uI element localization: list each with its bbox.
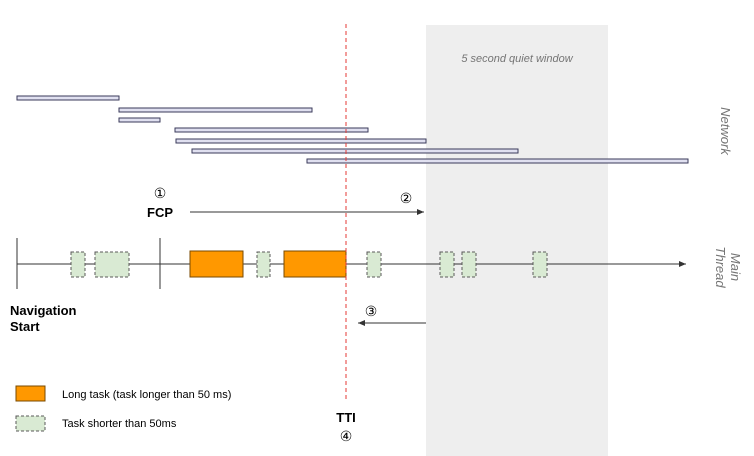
short-task	[439, 251, 455, 278]
network-label: Network	[718, 107, 733, 156]
navigation-start-label-line1: Navigation	[10, 303, 77, 318]
short-task	[256, 251, 271, 278]
fcp-step-number: ①	[154, 185, 167, 201]
long-task	[283, 250, 347, 278]
short-task	[366, 251, 382, 278]
short-task	[532, 251, 548, 278]
network-request	[16, 95, 120, 101]
navigation-start-label-line2: Start	[10, 319, 40, 334]
network-requests	[16, 95, 689, 164]
quiet-window-region	[426, 25, 608, 456]
step-2-number: ②	[400, 190, 413, 206]
network-request	[175, 138, 427, 144]
main-thread-label-line2: Thread	[713, 246, 728, 288]
network-request	[118, 117, 161, 123]
network-request	[191, 148, 519, 154]
legend-short-task-swatch	[15, 415, 46, 432]
quiet-window-label: 5 second quiet window	[461, 53, 573, 65]
short-task	[94, 251, 130, 278]
fcp-label: FCP	[147, 205, 173, 220]
step-3-number: ③	[365, 303, 378, 319]
tti-step-number: ④	[340, 428, 353, 444]
network-request	[306, 158, 689, 164]
legend: Long task (task longer than 50 ms) Task …	[15, 385, 231, 432]
network-request	[118, 107, 313, 113]
short-task	[461, 251, 477, 278]
legend-long-task-label: Long task (task longer than 50 ms)	[62, 389, 231, 401]
tti-label: TTI	[336, 410, 356, 425]
short-task	[70, 251, 86, 278]
long-task	[189, 250, 244, 278]
legend-short-task-label: Task shorter than 50ms	[62, 418, 177, 430]
network-request	[174, 127, 369, 133]
main-thread-label-line1: Main	[728, 253, 743, 281]
legend-long-task-swatch	[15, 385, 46, 402]
main-thread-tasks	[70, 250, 548, 278]
